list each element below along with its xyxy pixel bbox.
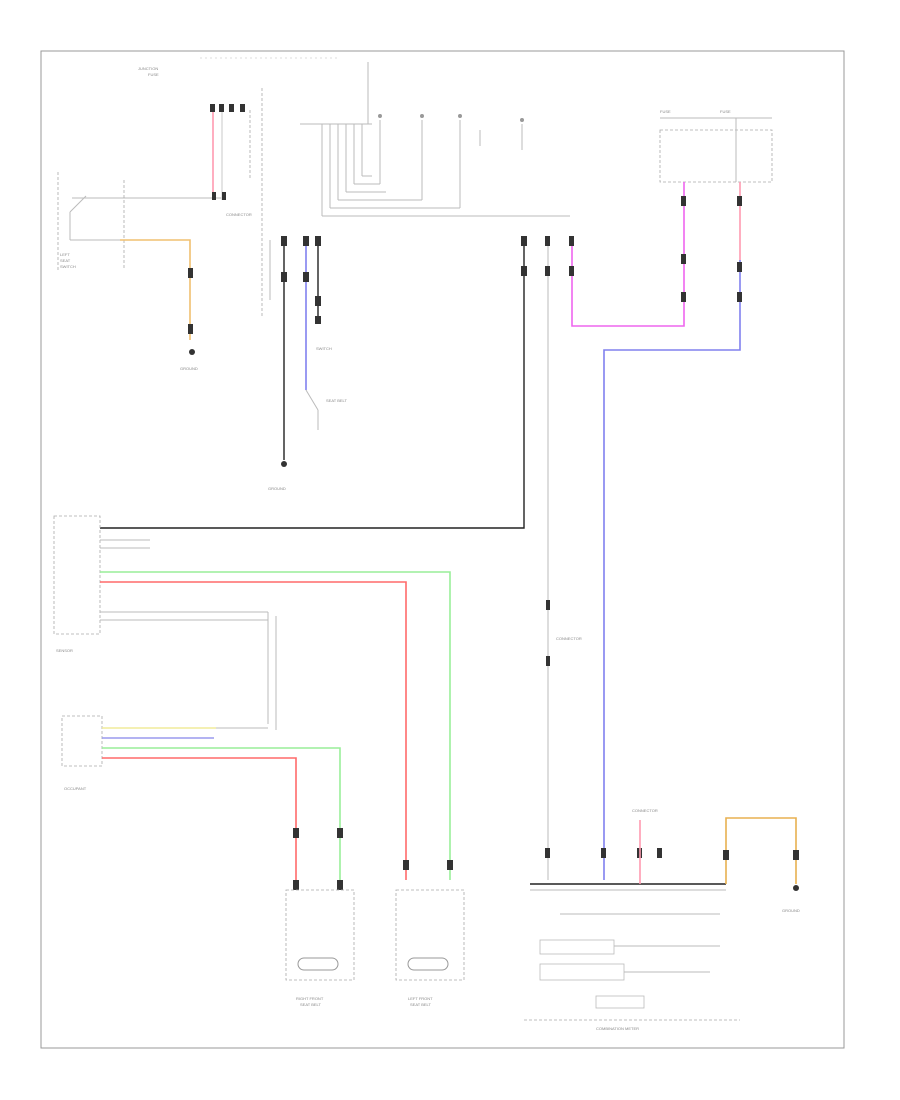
svg-text:COMBINATION METER: COMBINATION METER [596, 1026, 639, 1031]
svg-text:SENSOR: SENSOR [56, 648, 73, 653]
top-left-switch-group: LEFT SEAT SWITCH GROUND [57, 172, 226, 371]
svg-text:SWITCH: SWITCH [316, 346, 332, 351]
svg-text:SEAT: SEAT [60, 258, 71, 263]
wire-orange-ground [120, 239, 191, 340]
svg-text:OCCUPANT: OCCUPANT [64, 786, 87, 791]
diagram-frame [40, 50, 845, 1049]
center-left-switch: SWITCH SEAT BELT GROUND [268, 236, 347, 491]
right-front-seat-belt: RIGHT FRONT SEAT BELT [285, 889, 355, 1007]
wire-magenta [571, 182, 685, 327]
svg-text:GROUND: GROUND [268, 486, 286, 491]
wire-black-main [100, 240, 525, 529]
left-front-seat-belt: LEFT FRONT SEAT BELT [395, 889, 465, 1007]
wire-red-lower [102, 757, 297, 880]
svg-text:FUSE: FUSE [148, 72, 159, 77]
svg-text:FUSE: FUSE [720, 109, 731, 114]
svg-text:SWITCH: SWITCH [60, 264, 76, 269]
svg-text:CONNECTOR: CONNECTOR [632, 808, 658, 813]
ground-point-2 [281, 461, 287, 467]
svg-text:GROUND: GROUND [782, 908, 800, 913]
wire-orange-meter [725, 817, 797, 884]
wire-blue [603, 260, 741, 880]
wire-green-lower [102, 747, 341, 880]
svg-text:SEAT BELT: SEAT BELT [326, 398, 347, 403]
top-fuse-group: JUNCTION FUSE CONNECTOR [138, 66, 263, 318]
svg-text:GROUND: GROUND [180, 366, 198, 371]
ground-point-1 [189, 349, 195, 355]
svg-text:SEAT BELT: SEAT BELT [410, 1002, 431, 1007]
svg-text:JUNCTION: JUNCTION [138, 66, 158, 71]
ground-point-3 [793, 885, 799, 891]
svg-text:CONNECTOR: CONNECTOR [226, 212, 252, 217]
lower-left-module: OCCUPANT [61, 715, 341, 880]
svg-text:LEFT: LEFT [60, 252, 70, 257]
lower-connectors [293, 828, 662, 890]
svg-text:RIGHT FRONT: RIGHT FRONT [296, 996, 324, 1001]
wire-red-long [100, 581, 407, 880]
top-bus-bundle [300, 62, 570, 217]
svg-text:FUSE: FUSE [660, 109, 671, 114]
wire-green-long [100, 571, 451, 880]
left-sensor-module: SENSOR [53, 515, 451, 880]
center-wires: CONNECTOR [100, 236, 582, 880]
svg-text:CONNECTOR: CONNECTOR [556, 636, 582, 641]
combination-meter: CONNECTOR COMBINATION METER GROUND [524, 808, 800, 1031]
top-right-module: FUSE FUSE [569, 109, 773, 880]
svg-text:SEAT BELT: SEAT BELT [300, 1002, 321, 1007]
svg-text:LEFT FRONT: LEFT FRONT [408, 996, 433, 1001]
